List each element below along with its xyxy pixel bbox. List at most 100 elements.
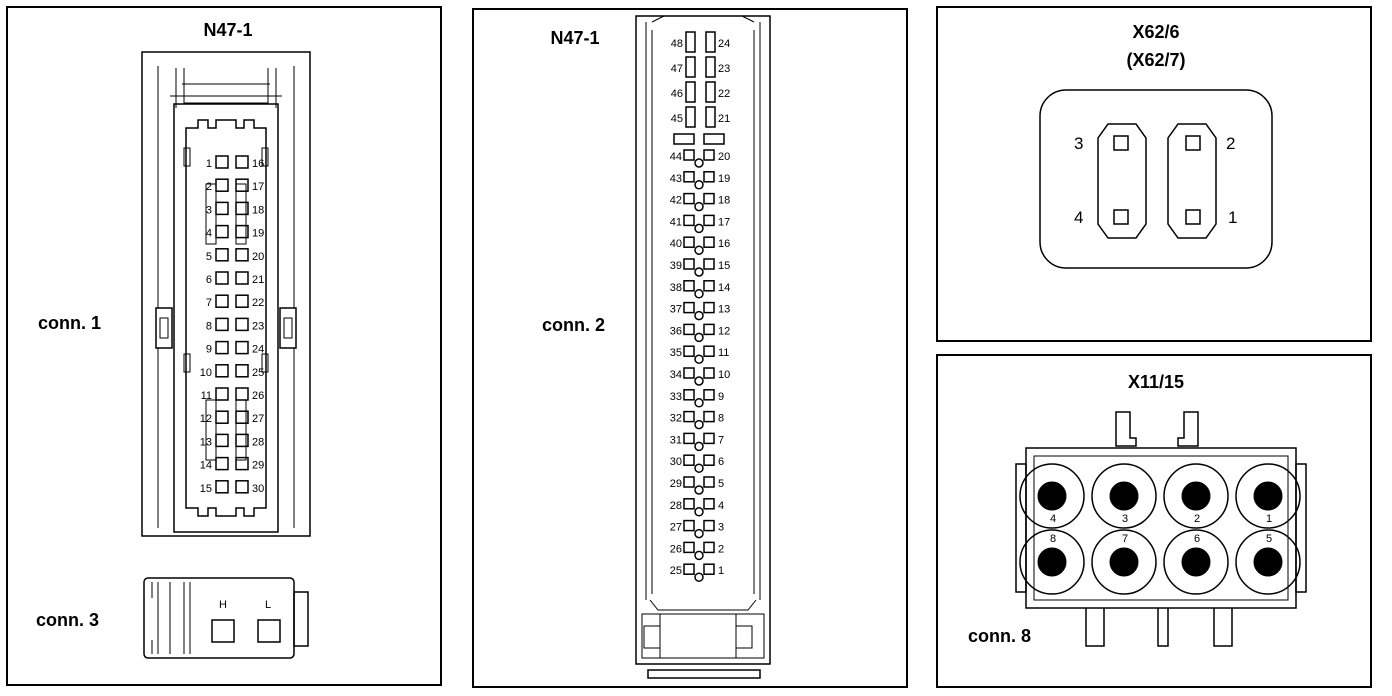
conn2-cavity (683, 498, 695, 510)
conn2-pin-label: 10 (718, 369, 730, 381)
conn1-pin-label: 11 (201, 390, 212, 402)
pin-3-label: 3 (1074, 134, 1084, 153)
conn2-cavity-large (685, 56, 696, 78)
conn1-pin-label: 6 (206, 274, 212, 286)
conn2-latch-hole (694, 310, 704, 321)
conn1-cavity (235, 317, 249, 332)
conn2-cavity (683, 519, 695, 532)
conn1-pin-label: 14 (200, 460, 212, 472)
conn2-latch-hole (694, 419, 704, 430)
conn8-cavity (1235, 463, 1301, 529)
conn2-pin-label: 35 (670, 347, 682, 359)
conn2-pin-label: 12 (718, 325, 730, 337)
conn2-pin-label: 15 (718, 260, 730, 272)
conn2-latch-hole (694, 267, 704, 277)
conn8-label: conn. 8 (968, 626, 1032, 646)
conn2-pin-label: 9 (718, 391, 724, 403)
conn1-pin-label: 9 (206, 344, 212, 356)
conn2-pin-label: 5 (718, 478, 724, 490)
conn1-pin-label: 23 (252, 320, 264, 332)
conn2-cavity (683, 214, 695, 227)
conn8-contact (1037, 481, 1067, 511)
conn2-cavity (703, 323, 715, 336)
conn1-cavity (235, 201, 249, 216)
conn1-cavity (215, 433, 229, 448)
conn2-pin-label: 37 (670, 304, 682, 316)
conn2-pin-label: 41 (670, 216, 682, 228)
conn8-pin-label: 2 (1194, 513, 1200, 525)
conn2-cavity-large (705, 31, 716, 53)
conn2-pin-label: 46 (671, 88, 683, 100)
conn2-latch-hole (694, 223, 704, 234)
conn1-cavity (235, 480, 249, 494)
conn2-cavity (703, 171, 715, 183)
conn2-cavity (703, 519, 715, 532)
conn8-contact (1253, 547, 1283, 577)
conn2-cavity (683, 389, 695, 401)
conn2-latch-hole (694, 376, 704, 386)
conn8-cavity (1019, 529, 1085, 595)
conn2-cavity (683, 301, 695, 314)
conn2-latch-hole (694, 354, 704, 364)
conn8-pin-label: 5 (1266, 533, 1272, 545)
conn1-pin-label: 3 (206, 204, 212, 216)
conn1-pin-label: 26 (252, 390, 264, 402)
conn8-cavity (1163, 463, 1229, 529)
conn2-pin-label: 47 (671, 63, 683, 75)
conn8-pin-label: 6 (1194, 533, 1200, 545)
conn1-pin-label: 10 (200, 367, 212, 379)
conn1-cavity (235, 364, 249, 378)
panel-title-line2: (X62/7) (1126, 50, 1186, 70)
conn2-pin-label: 25 (670, 565, 682, 577)
conn2-cavity (703, 432, 715, 445)
conn2-cavity (703, 280, 715, 292)
pin-4-label: 4 (1074, 208, 1084, 227)
conn2-cavity (703, 389, 715, 401)
conn2-cavity (683, 563, 695, 575)
conn1-cavity (235, 387, 249, 401)
conn2-latch-hole (694, 507, 704, 517)
conn2-pin-label: 31 (670, 434, 682, 446)
conn2-latch-hole (694, 485, 704, 495)
conn2-cavity (683, 236, 695, 248)
conn2-pin-label: 6 (718, 456, 724, 468)
conn2-cavity-large (705, 106, 716, 128)
conn1-cavity (235, 224, 249, 239)
conn1-pin-label: 24 (252, 344, 264, 356)
conn8-pin-label: 7 (1122, 533, 1128, 545)
conn1-cavity (215, 294, 229, 308)
conn2-cavity (703, 214, 715, 227)
conn2-cavity (703, 410, 715, 423)
conn2-pin-label: 17 (718, 216, 730, 228)
conn1-cavity (235, 248, 249, 262)
conn1-cavity (215, 340, 229, 355)
conn2-pin-label: 2 (718, 543, 724, 555)
conn2-pin-label: 3 (718, 522, 724, 534)
conn1-drawing: 1234567891011121314151617181920212223242… (141, 51, 311, 537)
conn2-latch-hole (694, 180, 704, 190)
conn1-cavity (235, 178, 249, 192)
conn8-cavity (1019, 463, 1085, 529)
conn3-drawing: H L (143, 577, 309, 659)
conn2-pin-label: 27 (670, 522, 682, 534)
conn1-cavity (235, 340, 249, 355)
conn2-pin-label: 26 (670, 543, 682, 555)
conn2-pin-label: 1 (718, 565, 724, 577)
conn2-cavity (703, 149, 715, 161)
conn2-cavity (683, 541, 695, 554)
conn2-cavity (683, 345, 695, 357)
conn1-pin-label: 20 (252, 251, 264, 263)
conn1-cavity (215, 201, 229, 216)
conn3-label: conn. 3 (36, 610, 100, 630)
conn2-latch-hole (694, 158, 704, 168)
conn2-cavity (703, 563, 715, 575)
conn2-pin-label: 20 (718, 151, 730, 163)
conn1-cavity (235, 271, 249, 285)
conn1-pin-label: 16 (252, 158, 264, 170)
conn8-contact (1181, 481, 1211, 511)
conn2-cavity (703, 541, 715, 554)
conn2-cavity (683, 258, 695, 270)
conn2-cavity-large (705, 56, 716, 78)
conn2-pin-label: 21 (718, 113, 730, 125)
conn1-pin-label: 13 (200, 436, 212, 448)
